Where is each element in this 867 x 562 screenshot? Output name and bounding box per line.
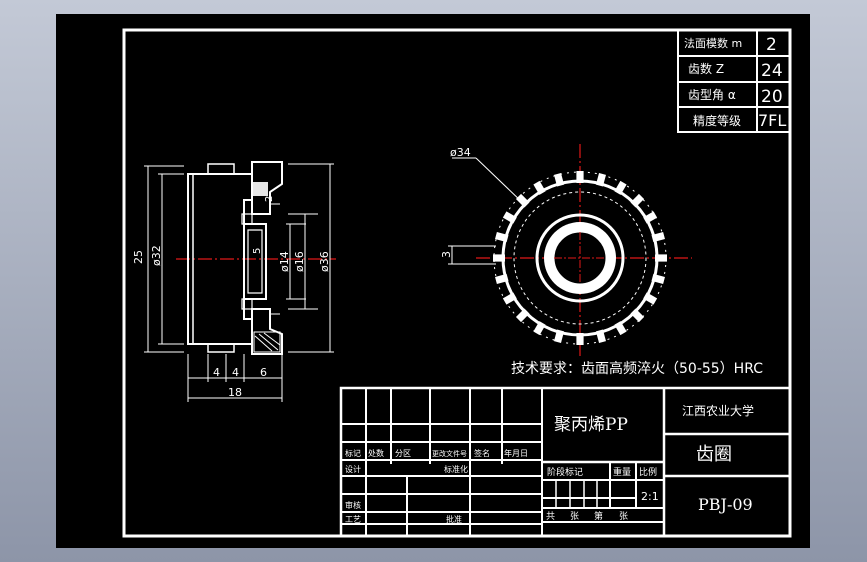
param-value-grade: 7FL [758,111,786,130]
gear-tooth [533,180,546,195]
label-sheet-unit-1: 张 [570,511,579,522]
param-value-angle: 20 [761,87,783,107]
part-name: 齿圈 [696,444,732,465]
label-approve: 批准 [446,514,462,524]
label-sheet-unit-2: 张 [619,511,628,522]
technical-requirement: 技术要求：齿面高频淬火（50-55）HRC [511,360,763,377]
gear-tooth [495,232,509,243]
gear-tooth [502,292,517,305]
dim-diameter-34: ø34 [450,146,471,159]
label-review: 审核 [345,500,361,510]
rev-header-sign: 签名 [474,448,490,458]
gear-tooth [495,273,509,284]
gear-bore-outer [535,213,625,303]
rev-header-date: 年月日 [504,448,528,458]
revision-grid [341,388,543,536]
school-name: 江西农业大学 [682,403,754,418]
dim-gap-2: 2 [264,196,275,202]
param-label-angle: 齿型角 α [688,88,736,102]
dim-width-6: 6 [260,366,267,379]
gear-tooth [655,254,667,262]
gear-tooth [502,211,517,224]
param-label-teeth: 齿数 Z [688,61,724,76]
gear-tooth [554,173,565,187]
cad-viewport[interactable]: 法面模数 m 2 齿数 Z 24 齿型角 α 20 精度等级 7FL [56,14,810,548]
scale-value: 2:1 [641,490,659,503]
label-scale: 比例 [639,466,657,478]
label-standardize: 标准化 [444,464,468,474]
title-block: 标记 处数 分区 更改文件号 签名 年月日 设计 标准化 审核 工艺 批准 聚丙… [339,386,792,538]
rev-header-doc: 更改文件号 [432,449,467,458]
gear-teeth [493,171,667,345]
gear-tooth [595,329,606,343]
dim-width-4a: 4 [213,366,220,379]
label-design: 设计 [345,464,361,474]
drawing-canvas: 法面模数 m 2 齿数 Z 24 齿型角 α 20 精度等级 7FL [122,28,792,538]
gear-tooth [614,321,627,336]
label-sheets-total: 共 [546,511,555,522]
gear-tooth [614,180,627,195]
param-value-teeth: 24 [761,61,783,81]
param-label-grade: 精度等级 [693,113,741,128]
section-view: 25 ø32 ø14 ø16 ø36 2 5 4 4 6 18 [132,161,336,402]
gear-tip-circle [493,171,667,345]
gear-tooth [630,308,645,323]
gear-tooth [576,171,584,183]
drawing-number: PBJ-09 [698,495,753,514]
dim-length-18: 18 [228,386,242,399]
rev-header-mark: 标记 [345,448,361,458]
label-sheet-no: 第 [594,510,603,522]
gear-tooth [643,292,658,305]
rev-header-zone: 分区 [395,449,411,458]
gear-tooth [595,173,606,187]
gear-tooth [643,211,658,224]
gear-tooth [554,329,565,343]
gear-tooth [651,232,665,243]
label-weight: 重量 [613,466,631,478]
param-value-module: 2 [766,35,777,55]
dim-diameter-14: ø14 [278,251,291,272]
gear-tooth [493,254,505,262]
dim-tooth-3: 3 [440,251,453,258]
dim-hub-5: 5 [252,248,263,254]
param-label-module: 法面模数 m [684,36,742,50]
dim-diameter-36: ø36 [318,251,331,272]
dim-length-25: 25 [132,250,145,264]
gear-tooth [515,308,530,323]
dim-diameter-16: ø16 [293,251,306,272]
material-name: 聚丙烯PP [554,415,628,435]
rev-header-count: 处数 [368,448,384,458]
gear-tooth [651,273,665,284]
gear-tooth [533,321,546,336]
gear-end-view: ø34 3 [440,144,692,359]
dim-width-4b: 4 [232,366,239,379]
gear-parameter-table: 法面模数 m 2 齿数 Z 24 齿型角 α 20 精度等级 7FL [677,29,791,133]
gear-tooth [515,193,530,208]
dim-diameter-32: ø32 [150,245,163,266]
label-stage-mark: 阶段标记 [547,466,583,478]
label-process: 工艺 [345,515,361,524]
gear-tooth [630,193,645,208]
gear-tooth [576,333,584,345]
